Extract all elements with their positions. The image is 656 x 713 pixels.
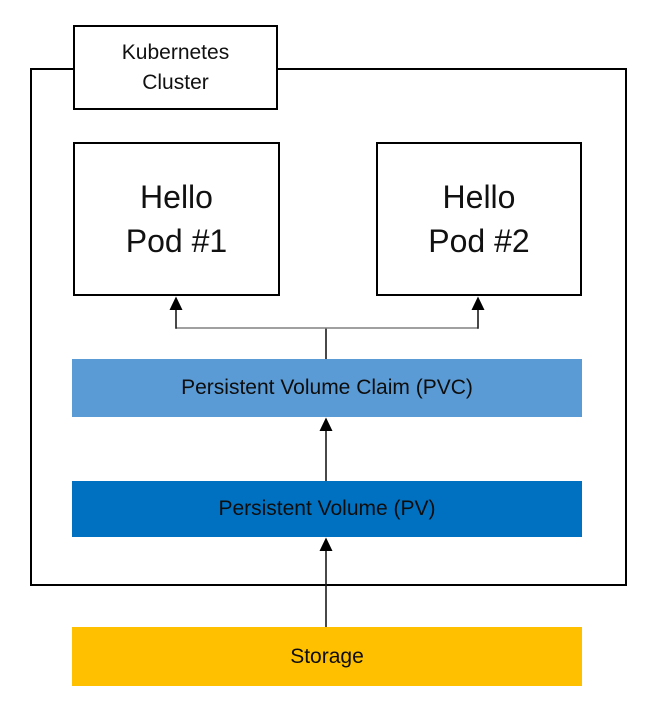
cluster-boundary bbox=[30, 68, 627, 586]
cluster-label-box: Kubernetes Cluster bbox=[73, 25, 278, 110]
storage-bar: Storage bbox=[72, 627, 582, 686]
pv-bar: Persistent Volume (PV) bbox=[72, 481, 582, 537]
storage-label: Storage bbox=[290, 644, 364, 668]
pv-label: Persistent Volume (PV) bbox=[218, 497, 436, 520]
pvc-bar: Persistent Volume Claim (PVC) bbox=[72, 359, 582, 417]
pod-1-label-line1: Hello bbox=[140, 178, 213, 215]
pod-1-label-line2: Pod #1 bbox=[125, 223, 228, 259]
pod-1-box: Hello Pod #1 bbox=[73, 142, 280, 296]
pvc-label: Persistent Volume Claim (PVC) bbox=[181, 376, 473, 399]
pod-2-label-line1: Hello bbox=[442, 178, 516, 215]
pod-2-label-line2: Pod #2 bbox=[428, 223, 530, 259]
pod-2-box: Hello Pod #2 bbox=[376, 142, 582, 296]
cluster-label: Kubernetes Cluster bbox=[121, 41, 230, 94]
